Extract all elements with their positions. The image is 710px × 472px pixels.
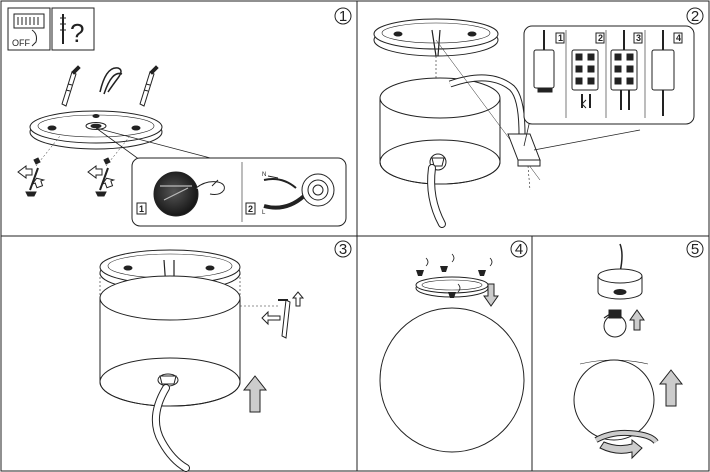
step-number-5: 5 bbox=[686, 240, 704, 258]
lamp-shade-cylinder bbox=[99, 275, 241, 407]
sub-step-2-4-label: 4 bbox=[676, 33, 681, 43]
cable-clamp-icon bbox=[99, 67, 123, 95]
wire-label-n: N bbox=[262, 172, 266, 178]
lamp-socket bbox=[597, 268, 643, 300]
sub-step-2-1-label: 1 bbox=[558, 33, 563, 43]
glass-globe bbox=[379, 307, 525, 453]
ceiling-plate bbox=[373, 18, 499, 57]
arrow-up-icon bbox=[242, 375, 268, 413]
glass-globe bbox=[573, 359, 655, 441]
step-number-1-text: 1 bbox=[339, 8, 347, 25]
rotate-arrow-icon bbox=[425, 253, 493, 293]
wall-plug-icon bbox=[61, 65, 81, 107]
arrow-up-icon bbox=[629, 309, 645, 331]
screw-icon bbox=[87, 157, 116, 197]
wire-label-l: L bbox=[262, 210, 266, 216]
mounting-plate bbox=[29, 110, 163, 150]
panel-5 bbox=[573, 243, 684, 460]
light-bulb-icon bbox=[603, 309, 627, 338]
terminal-detail-callout: 1 2 3 4 bbox=[523, 25, 695, 125]
terminal-open-icon bbox=[571, 49, 599, 109]
allen-key-icon bbox=[261, 291, 305, 339]
terminal-closed-icon bbox=[533, 30, 555, 93]
sub-step-2-label: 2 bbox=[248, 204, 253, 214]
arrow-down-icon bbox=[483, 283, 499, 307]
rotate-arrow-icon bbox=[594, 429, 659, 460]
step-number-4-text: 4 bbox=[515, 241, 523, 258]
step-number-3-text: 3 bbox=[339, 241, 347, 258]
sub-step-2-3-label: 3 bbox=[636, 33, 641, 43]
panel-2: 1 2 3 4 bbox=[373, 18, 695, 228]
tools-question-icon: ? bbox=[51, 7, 95, 51]
screw-icon bbox=[416, 266, 486, 298]
lamp-shade-cylinder bbox=[379, 77, 501, 185]
step-number-3: 3 bbox=[334, 240, 352, 258]
step-number-5-text: 5 bbox=[691, 241, 699, 258]
panel-1: OFF ? bbox=[7, 7, 347, 227]
wiring-detail-callout: 1 2 N L bbox=[131, 157, 347, 227]
terminal-wired-icon bbox=[610, 30, 638, 110]
panel-3 bbox=[99, 249, 305, 472]
terminal-block bbox=[507, 133, 541, 191]
sub-step-2-2-label: 2 bbox=[598, 33, 603, 43]
panel-4 bbox=[379, 253, 525, 453]
screw-icon bbox=[17, 157, 46, 197]
wall-plug-icon bbox=[139, 65, 159, 107]
question-mark: ? bbox=[70, 18, 84, 48]
power-cable bbox=[152, 384, 190, 472]
grommet-icon bbox=[153, 171, 225, 217]
step-number-2-text: 2 bbox=[691, 8, 699, 25]
power-cable bbox=[427, 74, 526, 228]
off-label: OFF bbox=[12, 38, 30, 48]
terminal-closed-icon bbox=[651, 30, 675, 116]
step-number-4: 4 bbox=[510, 240, 528, 258]
step-number-2: 2 bbox=[686, 7, 704, 25]
arrow-up-icon bbox=[658, 369, 684, 407]
power-off-icon: OFF bbox=[7, 7, 51, 51]
step-number-1: 1 bbox=[334, 7, 352, 25]
sub-step-1-label: 1 bbox=[139, 204, 144, 214]
wire-connection-icon: N L bbox=[262, 172, 335, 216]
